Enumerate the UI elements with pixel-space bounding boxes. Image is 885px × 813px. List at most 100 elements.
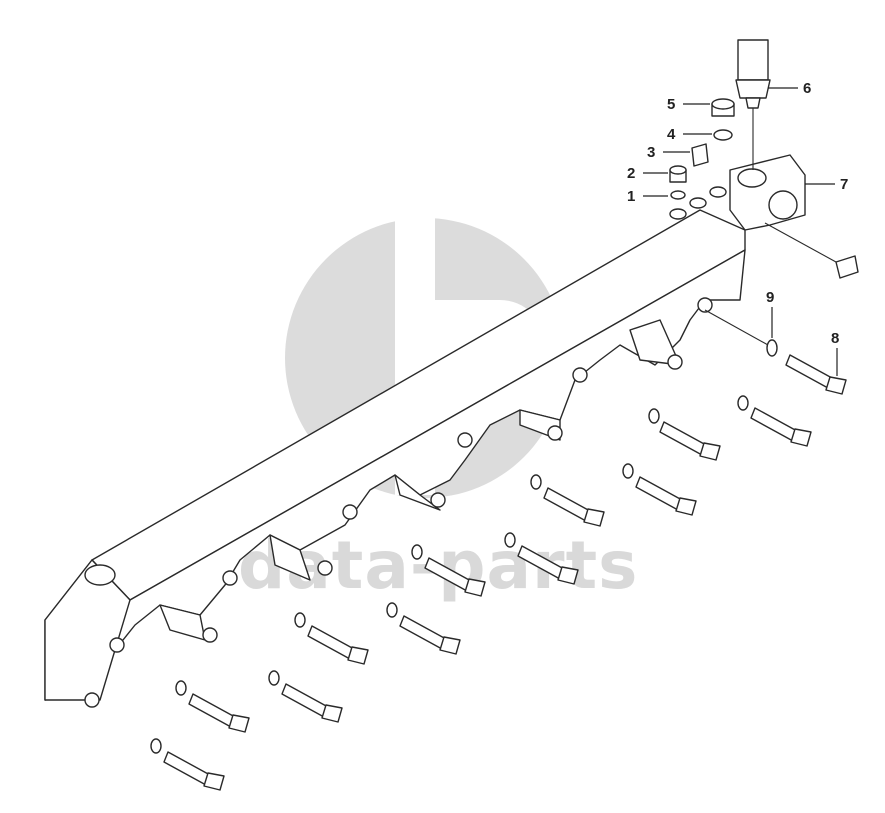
mount-ear-3 [394, 474, 441, 511]
bolt-b [737, 395, 812, 447]
bolt-j [175, 680, 250, 733]
rail-hole-7 [430, 492, 446, 508]
bolt-i-head [321, 704, 343, 723]
bolt-i [268, 670, 343, 723]
rail-head [729, 154, 806, 231]
bolt-d-washer [530, 474, 542, 490]
bolt-f-washer [411, 544, 423, 560]
bolt-k-head [203, 772, 225, 791]
fuel-rail-body [44, 154, 806, 708]
bolt-c-shank [635, 476, 683, 511]
rail-hole-6 [342, 504, 358, 520]
bolt-j-shank [188, 693, 236, 728]
rail-hole-10 [572, 367, 588, 383]
top-small-parts [669, 39, 859, 279]
callout-1: 1 [627, 188, 668, 205]
bolt-h-shank [307, 625, 355, 660]
bolt-h-head [347, 646, 369, 665]
bolt-d-shank [543, 487, 591, 522]
callout-7-label: 7 [840, 176, 848, 193]
bolt-8-shank [785, 354, 833, 389]
bolt-a-head [699, 442, 721, 461]
sealing-ring-4 [713, 129, 733, 141]
bolt-e-washer [504, 532, 516, 548]
callout-3-label: 3 [647, 144, 655, 161]
rail-hole-3 [202, 627, 218, 643]
rail-hole-5 [317, 560, 333, 576]
bolt-a [648, 408, 721, 461]
bolt-h-washer [294, 612, 306, 628]
side-plug [835, 255, 859, 279]
rail-hole-11 [667, 354, 683, 370]
plug-3 [691, 143, 709, 167]
bolt-c-head [675, 497, 697, 516]
bolt-d [530, 474, 605, 527]
plug-screw-5-head [711, 98, 735, 110]
plug-screw-2-head [669, 165, 687, 175]
callout-9: 9 [766, 289, 774, 338]
sealing-washer-1 [670, 190, 686, 200]
rail-hole-2 [84, 692, 100, 708]
callout-2: 2 [627, 165, 668, 182]
rail-side-port [768, 190, 798, 220]
bolt-h [294, 612, 369, 665]
bolt-k-shank [163, 751, 211, 786]
pressure-sensor-6 [737, 39, 769, 81]
rail-head-port [737, 168, 767, 188]
rail-top-port-2 [689, 197, 707, 209]
callouts: 1 2 3 4 5 6 7 8 [627, 80, 848, 376]
bolt-g-shank [399, 615, 447, 650]
callout-8-label: 8 [831, 330, 839, 347]
bolt-b-shank [750, 407, 798, 442]
rail-bolt-holes [84, 297, 713, 708]
callout-8: 8 [831, 330, 839, 376]
bolt-g-washer [386, 602, 398, 618]
bolt-b-washer [737, 395, 749, 411]
bolt-g [386, 602, 461, 655]
bolt-b-head [790, 428, 812, 447]
bolt-k [150, 738, 225, 791]
callout-5-label: 5 [667, 96, 675, 113]
bolt-i-washer [268, 670, 280, 686]
pressure-sensor-6-thread [745, 97, 761, 109]
callout-9-label: 9 [766, 289, 774, 306]
bolt-j-washer [175, 680, 187, 696]
callout-5: 5 [667, 96, 710, 113]
washer-9 [766, 339, 778, 357]
bolt-8-head [825, 376, 847, 395]
bolt-a-shank [659, 421, 707, 456]
bolt-e [504, 532, 579, 585]
bolt-c-washer [622, 463, 634, 479]
bolt-i-shank [281, 683, 329, 718]
side-plug-axis [764, 222, 837, 263]
rail-top-port-3 [709, 186, 727, 198]
bolt-e-head [557, 566, 579, 585]
mount-ear-2 [269, 534, 311, 581]
bolt-k-washer [150, 738, 162, 754]
bolt-j-head [228, 714, 250, 733]
bolt-8-axis [704, 309, 769, 346]
rail-hole-8 [457, 432, 473, 448]
bolt-f-head [464, 578, 486, 597]
bolt-g-head [439, 636, 461, 655]
pressure-sensor-6-hex [735, 79, 771, 99]
bolt-8-assembly [704, 309, 847, 395]
rail-hole-4 [222, 570, 238, 586]
rail-top-port-1 [669, 208, 687, 220]
bolt-c [622, 463, 697, 516]
rail-end-plug [84, 564, 116, 586]
callout-4: 4 [667, 126, 712, 143]
rail-hole-12 [697, 297, 713, 313]
rail-hole-9 [547, 425, 563, 441]
callout-6: 6 [768, 80, 811, 97]
rail-hole-1 [109, 637, 125, 653]
callout-4-label: 4 [667, 126, 676, 143]
callout-3: 3 [647, 144, 690, 161]
bolt-f [411, 544, 486, 597]
callout-7: 7 [805, 176, 848, 193]
callout-6-label: 6 [803, 80, 811, 97]
callout-1-label: 1 [627, 188, 635, 205]
bolt-set [150, 395, 812, 791]
bolt-a-washer [648, 408, 660, 424]
